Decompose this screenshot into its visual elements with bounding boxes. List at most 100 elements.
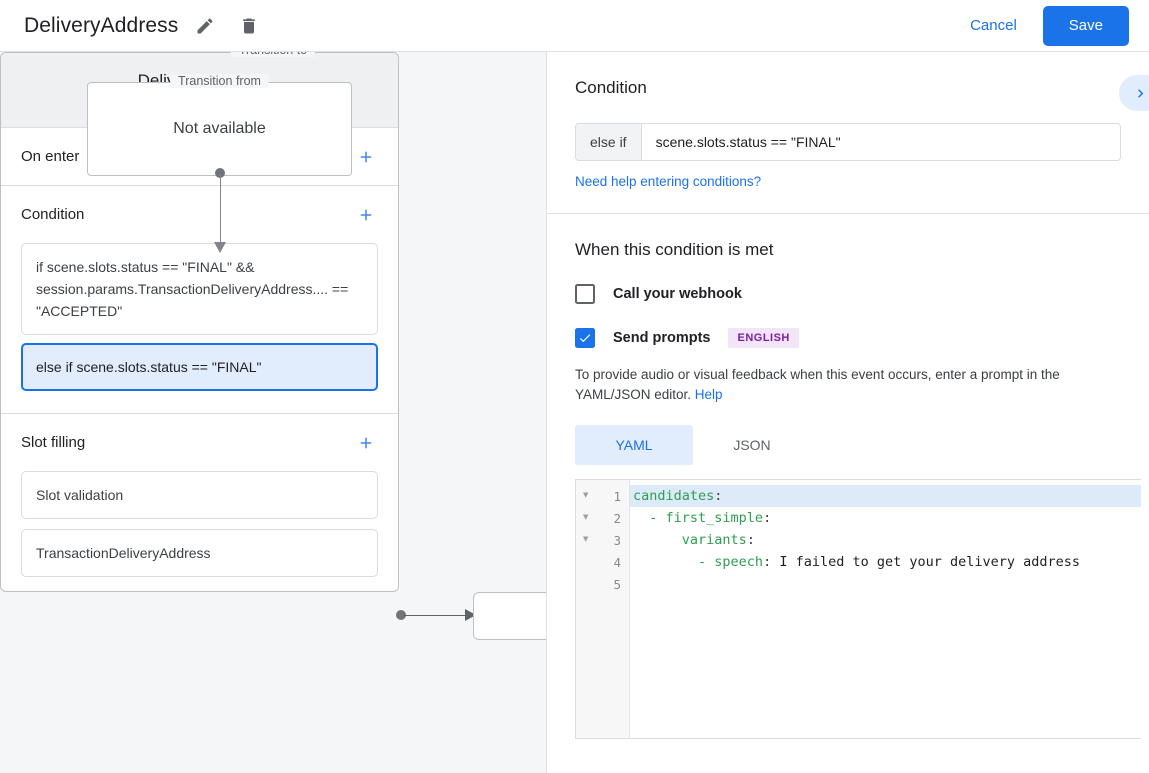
condition-section: Condition else if scene.slots.status == … [547, 52, 1149, 214]
line-number: 1 [613, 488, 621, 504]
condition-item-else-if[interactable]: else if scene.slots.status == "FINAL" [21, 343, 378, 391]
trash-icon[interactable] [232, 9, 266, 43]
pencil-icon-svg [197, 17, 213, 33]
section-header-slot-filling: Slot filling [21, 414, 378, 471]
add-slot-filling-button[interactable] [354, 431, 378, 455]
editor-format-tabs: YAML JSON [575, 425, 1121, 465]
line-number: 4 [613, 554, 621, 570]
fold-toggle-icon[interactable]: ▼ [583, 490, 589, 501]
send-prompts-checkbox[interactable] [575, 328, 595, 348]
code-indent [633, 554, 698, 570]
webhook-checkbox[interactable] [575, 284, 595, 304]
tab-yaml[interactable]: YAML [575, 425, 693, 465]
condition-input-row[interactable]: else if scene.slots.status == "FINAL" [575, 123, 1121, 161]
connector-arrow-head [465, 609, 476, 621]
gutter-line: ▼ 3 [576, 529, 629, 551]
checkmark-icon [579, 334, 591, 343]
code-line: variants: [630, 529, 1141, 551]
condition-expression-input[interactable]: scene.slots.status == "FINAL" [641, 124, 1120, 160]
plus-icon [360, 437, 372, 448]
slot-item-transaction-delivery-address[interactable]: TransactionDeliveryAddress [21, 529, 378, 577]
send-prompts-row[interactable]: Send prompts ENGLISH [575, 328, 1121, 348]
trash-icon-svg [243, 18, 256, 33]
gutter-line: ▼ 1 [576, 485, 629, 507]
code-punct: : [763, 510, 772, 526]
code-key: - speech [698, 554, 764, 570]
line-number: 5 [613, 576, 621, 592]
flow-canvas[interactable]: Transition from Not available Transition… [0, 52, 546, 773]
code-editor[interactable]: ▼ 1 ▼ 2 ▼ 3 4 5 [575, 479, 1141, 739]
code-key: candidates [633, 488, 715, 504]
prompts-help-link[interactable]: Help [694, 387, 723, 402]
code-punct: : [746, 532, 755, 548]
add-on-enter-button[interactable] [354, 145, 378, 169]
code-punct: : [763, 554, 780, 570]
transition-to-legend: Transition to [230, 52, 316, 57]
gutter-line: 4 [576, 551, 629, 573]
plus-icon [360, 151, 372, 162]
section-title-condition: Condition [21, 206, 85, 223]
save-button[interactable]: Save [1042, 5, 1129, 46]
arrow-line [219, 174, 221, 246]
fold-toggle-icon[interactable]: ▼ [583, 512, 589, 523]
condition-item-if[interactable]: if scene.slots.status == "FINAL" && sess… [21, 243, 378, 335]
code-indent [633, 510, 649, 526]
code-indent [633, 532, 682, 548]
condition-heading: Condition [575, 78, 647, 97]
section-header-condition: Condition [21, 186, 378, 243]
webhook-label: Call your webhook [613, 286, 742, 302]
editor-gutter: ▼ 1 ▼ 2 ▼ 3 4 5 [576, 480, 630, 738]
section-condition: Condition if scene.slots.status == "FINA… [1, 186, 398, 414]
webhook-row[interactable]: Call your webhook [575, 284, 1121, 304]
section-slot-filling: Slot filling Slot validation Transaction… [1, 414, 398, 591]
slot-item-validation[interactable]: Slot validation [21, 471, 378, 519]
plus-icon [360, 209, 372, 220]
page-title: DeliveryAddress [24, 13, 179, 37]
language-badge: ENGLISH [728, 328, 799, 348]
connector-source-dot [396, 610, 406, 620]
cancel-button[interactable]: Cancel [958, 8, 1029, 43]
editor-code-area[interactable]: candidates: - first_simple: variants: - … [630, 480, 1141, 738]
prompts-description-text: To provide audio or visual feedback when… [575, 367, 1060, 402]
transition-from-value: Not available [173, 120, 266, 137]
section-title-slot-filling: Slot filling [21, 434, 86, 451]
pencil-icon[interactable] [188, 9, 222, 43]
when-condition-met-section: When this condition is met Call your web… [547, 214, 1149, 739]
condition-prefix-label: else if [576, 124, 642, 160]
chevron-right-icon [1138, 88, 1144, 98]
line-number: 3 [613, 532, 621, 548]
transition-from-legend: Transition from [170, 74, 269, 88]
code-key: - first_simple [649, 510, 764, 526]
arrow-source-dot [215, 168, 225, 178]
prompts-description: To provide audio or visual feedback when… [575, 365, 1121, 405]
when-met-heading: When this condition is met [575, 240, 774, 259]
code-value: I failed to get your delivery address [779, 554, 1081, 570]
tab-json[interactable]: JSON [733, 437, 771, 453]
section-on-enter: On enter [1, 128, 398, 186]
condition-help-link[interactable]: Need help entering conditions? [575, 174, 762, 189]
gutter-line: ▼ 2 [576, 507, 629, 529]
code-line [630, 573, 1141, 595]
panel-collapse-toggle[interactable] [1119, 75, 1149, 111]
code-line: candidates: [630, 485, 1141, 507]
transition-from-node[interactable]: Transition from Not available [87, 74, 352, 176]
target-node[interactable] [473, 592, 546, 640]
condition-list: if scene.slots.status == "FINAL" && sess… [21, 243, 378, 413]
arrow-head [214, 242, 226, 253]
section-title-on-enter: On enter [21, 148, 80, 165]
section-header-on-enter: On enter [21, 128, 378, 185]
send-prompts-label: Send prompts [613, 330, 711, 346]
flow-arrow-down [212, 168, 228, 263]
fold-toggle-icon[interactable]: ▼ [583, 534, 589, 545]
code-line: - speech: I failed to get your delivery … [630, 551, 1141, 573]
code-line: - first_simple: [630, 507, 1141, 529]
gutter-line: 5 [576, 573, 629, 595]
add-condition-button[interactable] [354, 203, 378, 227]
code-punct: : [714, 488, 723, 504]
line-number: 2 [613, 510, 621, 526]
code-key: variants [681, 532, 747, 548]
connector-line [404, 614, 466, 616]
slot-filling-list: Slot validation TransactionDeliveryAddre… [21, 471, 378, 591]
top-app-bar: DeliveryAddress Cancel Save [0, 0, 1149, 52]
